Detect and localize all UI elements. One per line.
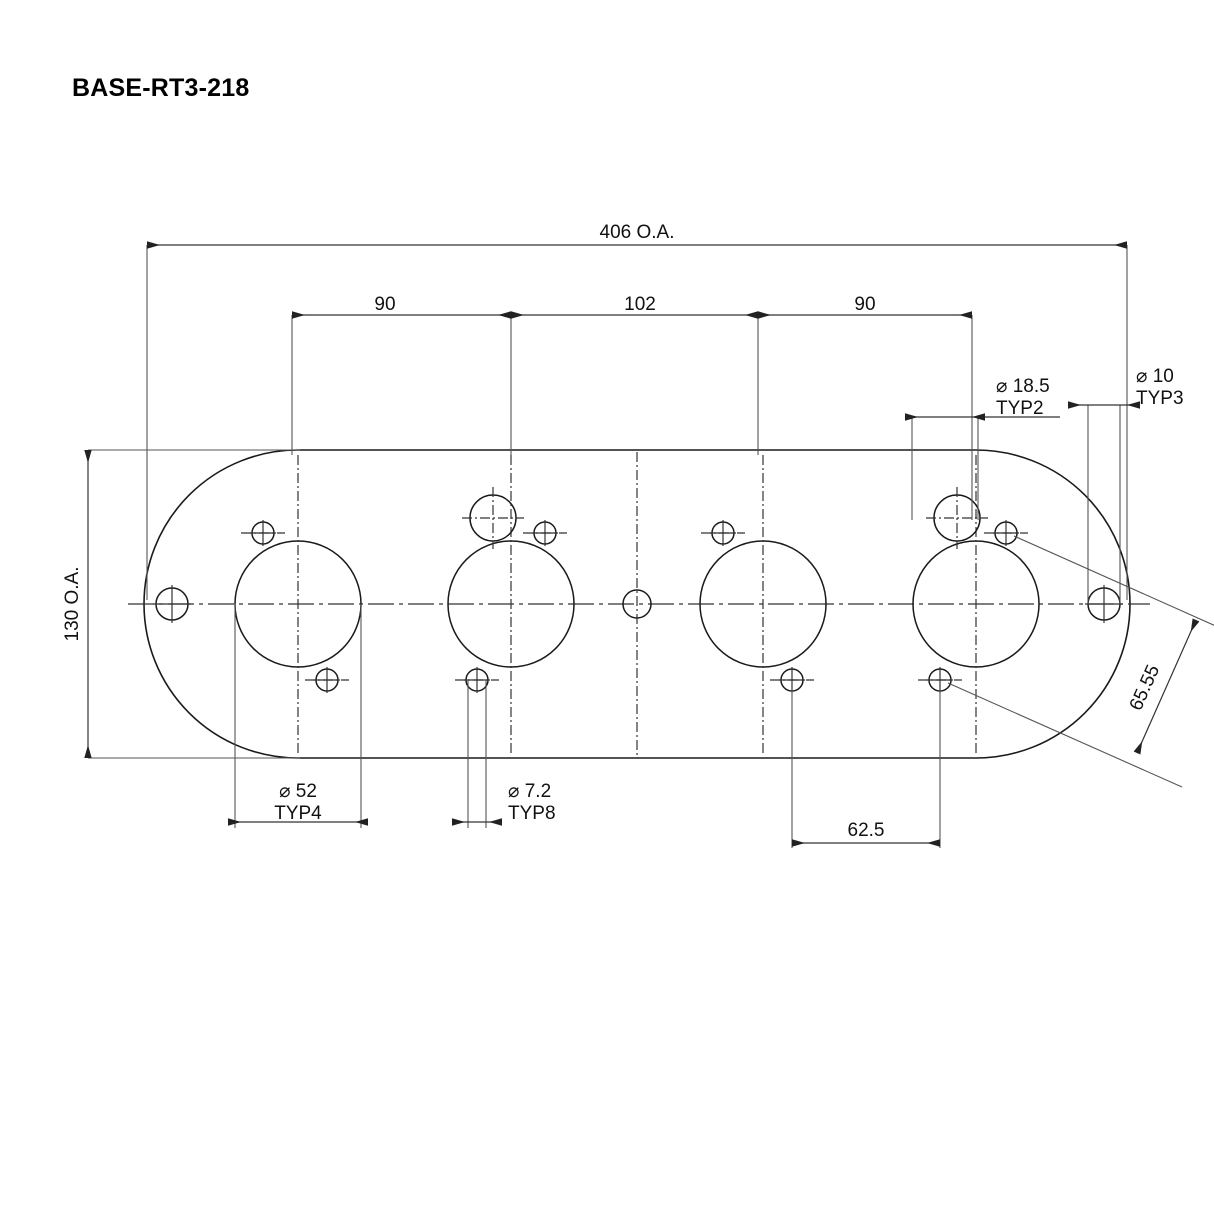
dim-label-pitch-1: 90: [374, 294, 395, 315]
callout-10: ⌀ 10 TYP3: [1068, 366, 1184, 604]
small-hole-6: [770, 667, 814, 693]
small-hole-3: [523, 520, 567, 546]
small-hole-4: [455, 667, 499, 693]
callout-label-18-5-qty: TYP2: [996, 398, 1044, 419]
callout-label-7-2-dia: ⌀ 7.2: [508, 781, 551, 802]
small-hole-group: [241, 520, 1028, 693]
dim-label-pitch-2: 102: [624, 294, 656, 315]
dim-label-overall-length: 406 O.A.: [600, 222, 675, 243]
callout-7-2: ⌀ 7.2 TYP8: [452, 680, 556, 828]
callout-label-10-dia: ⌀ 10: [1136, 366, 1174, 387]
callout-label-52-qty: TYP4: [274, 803, 322, 824]
dim-62-5: 62.5: [791, 690, 941, 848]
edge-hole-right: [1085, 585, 1123, 623]
dim-label-62-5: 62.5: [848, 820, 885, 841]
dim-overall-length: 406 O.A.: [146, 222, 1128, 600]
callout-18-5: ⌀ 18.5 TYP2: [905, 376, 1060, 520]
medium-hole-2: [926, 487, 988, 549]
edge-hole-left: [153, 585, 191, 623]
small-hole-8: [918, 667, 962, 693]
plate-outline: [143, 449, 1131, 759]
page-title: BASE-RT3-218: [72, 74, 250, 102]
callout-label-18-5-dia: ⌀ 18.5: [996, 376, 1050, 397]
dim-pitch-chain: 90 102 90: [291, 294, 973, 520]
callout-label-52-dia: ⌀ 52: [279, 781, 317, 802]
dim-overall-height: 130 O.A.: [62, 449, 300, 759]
dim-65-55: 65.55: [947, 535, 1214, 788]
small-hole-5: [701, 520, 745, 546]
small-hole-2: [305, 667, 349, 693]
callout-52: ⌀ 52 TYP4: [228, 604, 368, 828]
dim-label-overall-height: 130 O.A.: [62, 567, 83, 642]
callout-label-10-qty: TYP3: [1136, 388, 1184, 409]
small-hole-7: [984, 520, 1028, 546]
dim-label-pitch-3: 90: [854, 294, 875, 315]
callout-label-7-2-qty: TYP8: [508, 803, 556, 824]
medium-hole-group: [462, 487, 988, 549]
small-hole-1: [241, 520, 285, 546]
medium-hole-1: [462, 487, 524, 549]
center-hole: [622, 452, 652, 756]
